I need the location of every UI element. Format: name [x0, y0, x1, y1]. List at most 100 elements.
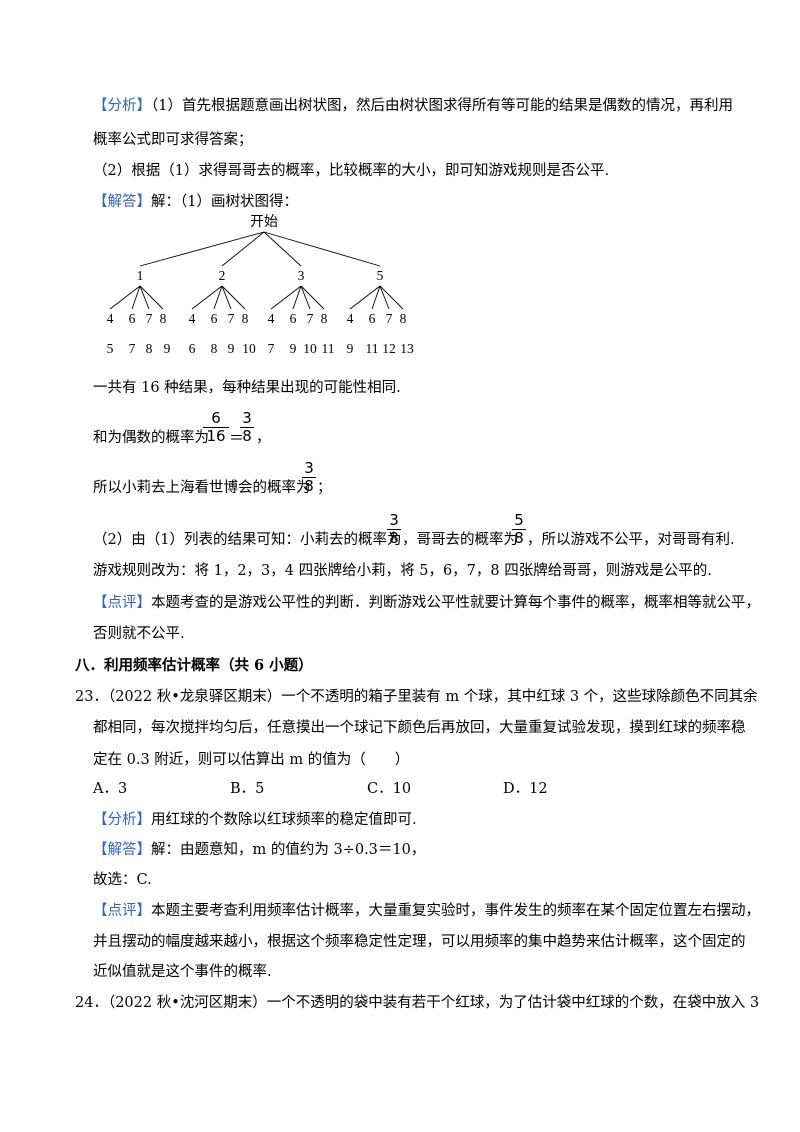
tree-leaf-line: [221, 285, 232, 310]
tree-sum-label: 9: [228, 341, 235, 356]
tree-second-label: 4: [268, 311, 275, 326]
fraction-denominator: 8: [389, 529, 399, 547]
tree-second-label: 6: [290, 311, 297, 326]
q23-comment-line-3: 近似值就是这个事件的概率.: [93, 964, 272, 980]
tree-second-label: 6: [211, 311, 218, 326]
xiaoli-prob-prefix: 所以小莉去上海看世博会的概率为: [93, 480, 311, 496]
fraction-bar: [240, 427, 254, 428]
equals-sign: ＝: [229, 429, 245, 447]
q24-line-1: 24．（2022 秋•沈河区期末）一个不透明的袋中装有若干个红球，为了估计袋中红…: [75, 995, 760, 1011]
tree-second-label: 4: [107, 311, 114, 326]
tree-sum-label: 8: [146, 341, 153, 356]
tree-second-label: 4: [189, 311, 196, 326]
tree-sum-label: 11: [366, 341, 379, 356]
fraction-bar: [302, 477, 316, 478]
total-results: 一共有 16 种结果，每种结果出现的可能性相同.: [93, 380, 401, 396]
xiaoli-prob-suffix: ；: [317, 480, 332, 496]
q23-analysis-tag: 【分析】: [93, 812, 151, 828]
section-heading: 八．利用频率估计概率（共 6 小题）: [75, 657, 313, 674]
q23-option-b: B．5: [230, 781, 265, 797]
tree-leaf-line: [139, 285, 150, 310]
analysis-text-1: （1）首先根据题意画出树状图，然后由树状图求得所有等可能的结果是偶数的情况，再利…: [151, 98, 733, 114]
tree-sum-label: 9: [290, 341, 297, 356]
tree-leaf-line: [191, 285, 223, 310]
q23-option-d: D．12: [503, 781, 548, 797]
tree-leaf-line: [349, 285, 381, 310]
tree-branch-line: [221, 231, 265, 267]
tree-leaf-line: [379, 285, 390, 310]
comment-text-1: 本题考查的是游戏公平性的判断．判断游戏公平性就要计算每个事件的概率，概率相等就公…: [151, 595, 760, 611]
fraction-numerator: 3: [304, 459, 314, 477]
tree-branch-line: [263, 231, 302, 267]
tree-second-label: 8: [321, 311, 328, 326]
tree-leaf-line: [292, 285, 302, 310]
tree-second-label: 8: [400, 311, 407, 326]
q23-line-3: 定在 0.3 附近，则可以估算出 m 的值为（ ）: [93, 752, 410, 768]
tree-leaf-line: [213, 285, 223, 310]
tree-second-label: 7: [386, 311, 393, 326]
fraction-3-8: 3 8: [302, 460, 316, 495]
tree-second-label: 7: [307, 311, 314, 326]
comment-tag: 【点评】: [93, 595, 151, 611]
tree-diagram: 开始 1456778892466879810347697108115496117…: [107, 214, 414, 356]
fraction-bar: [512, 529, 526, 530]
fraction-6-16: 6 16: [203, 410, 229, 445]
q23-comment-tag: 【点评】: [93, 903, 151, 919]
tree-root-label: 开始: [250, 214, 278, 230]
q23-solution-tag: 【解答】: [93, 842, 151, 858]
fraction-denominator: 8: [304, 477, 314, 495]
analysis-line-3: （2）根据（1）求得哥哥去的概率，比较概率的大小，即可知游戏规则是否公平.: [93, 163, 610, 179]
fraction-numerator: 3: [389, 511, 399, 529]
tree-sum-label: 12: [382, 341, 396, 356]
tree-sum-label: 13: [400, 341, 414, 356]
tree-leaf-line: [379, 285, 404, 310]
part2-prefix: （2）由（1）列表的结果可知：小莉去的概率为: [93, 532, 402, 548]
q23-line-1: 23．（2022 秋•龙泉驿区期末）一个不透明的箱子里装有 m 个球，其中红球 …: [75, 689, 758, 705]
tree-second-label: 7: [228, 311, 235, 326]
fraction-denominator: 16: [206, 427, 226, 445]
solution-tag: 【解答】: [93, 194, 151, 210]
tree-leaf-line: [109, 285, 141, 310]
fraction-3-8: 3 8: [240, 410, 254, 445]
tree-second-label: 8: [242, 311, 249, 326]
q23-analysis: 【分析】用红球的个数除以红球频率的稳定值即可.: [93, 810, 417, 830]
fraction-bar: [203, 427, 229, 428]
tree-branch-line: [263, 231, 381, 267]
tree-second-label: 6: [129, 311, 136, 326]
part2-suffix: ，所以游戏不公平，对哥哥有利.: [527, 532, 735, 548]
q23-analysis-text: 用红球的个数除以红球频率的稳定值即可.: [151, 812, 417, 828]
tree-leaf-line: [270, 285, 302, 310]
comment-line-2: 否则就不公平.: [93, 626, 185, 642]
tree-sum-label: 6: [189, 341, 196, 356]
tree-second-label: 8: [160, 311, 167, 326]
q23-line-2: 都相同，每次搅拌均匀后，任意摸出一个球记下颜色后再放回，大量重复试验发现，摸到红…: [93, 720, 746, 736]
fraction-bar: [387, 529, 401, 530]
tree-leaf-line: [221, 285, 246, 310]
tree-branch-line: [139, 231, 265, 267]
q23-comment-text-1: 本题主要考查利用频率估计概率，大量重复实验时，事件发生的频率在某个固定位置左右摆…: [151, 903, 760, 919]
q23-option-c: C．10: [367, 781, 412, 797]
tree-first-label: 2: [219, 268, 226, 283]
fraction-numerator: 6: [211, 409, 221, 427]
comment-line-1: 【点评】本题考查的是游戏公平性的判断．判断游戏公平性就要计算每个事件的概率，概率…: [93, 593, 760, 613]
fraction-numerator: 5: [514, 511, 524, 529]
tree-leaf-line: [139, 285, 164, 310]
solution-line-1: 【解答】解：（1）画树状图得：: [93, 192, 298, 212]
q23-solution-text: 解：由题意知，m 的值约为 3÷0.3＝10，: [151, 842, 426, 858]
tree-second-label: 4: [347, 311, 354, 326]
tree-sum-label: 8: [211, 341, 218, 356]
fraction-denominator: 8: [514, 529, 524, 547]
fraction-3-8: 3 8: [387, 512, 401, 547]
tree-leaf-line: [300, 285, 325, 310]
tree-sum-label: 7: [129, 341, 136, 356]
tree-sum-label: 10: [242, 341, 256, 356]
solution-text-1: 解：（1）画树状图得：: [151, 194, 298, 210]
fraction-denominator: 8: [242, 427, 252, 445]
even-prob-prefix: 和为偶数的概率为: [93, 430, 209, 446]
tree-sum-label: 7: [268, 341, 275, 356]
tree-sum-label: 5: [107, 341, 114, 356]
tree-sum-label: 10: [303, 341, 317, 356]
q23-option-a: A．3: [93, 781, 128, 797]
analysis-tag: 【分析】: [93, 98, 151, 114]
